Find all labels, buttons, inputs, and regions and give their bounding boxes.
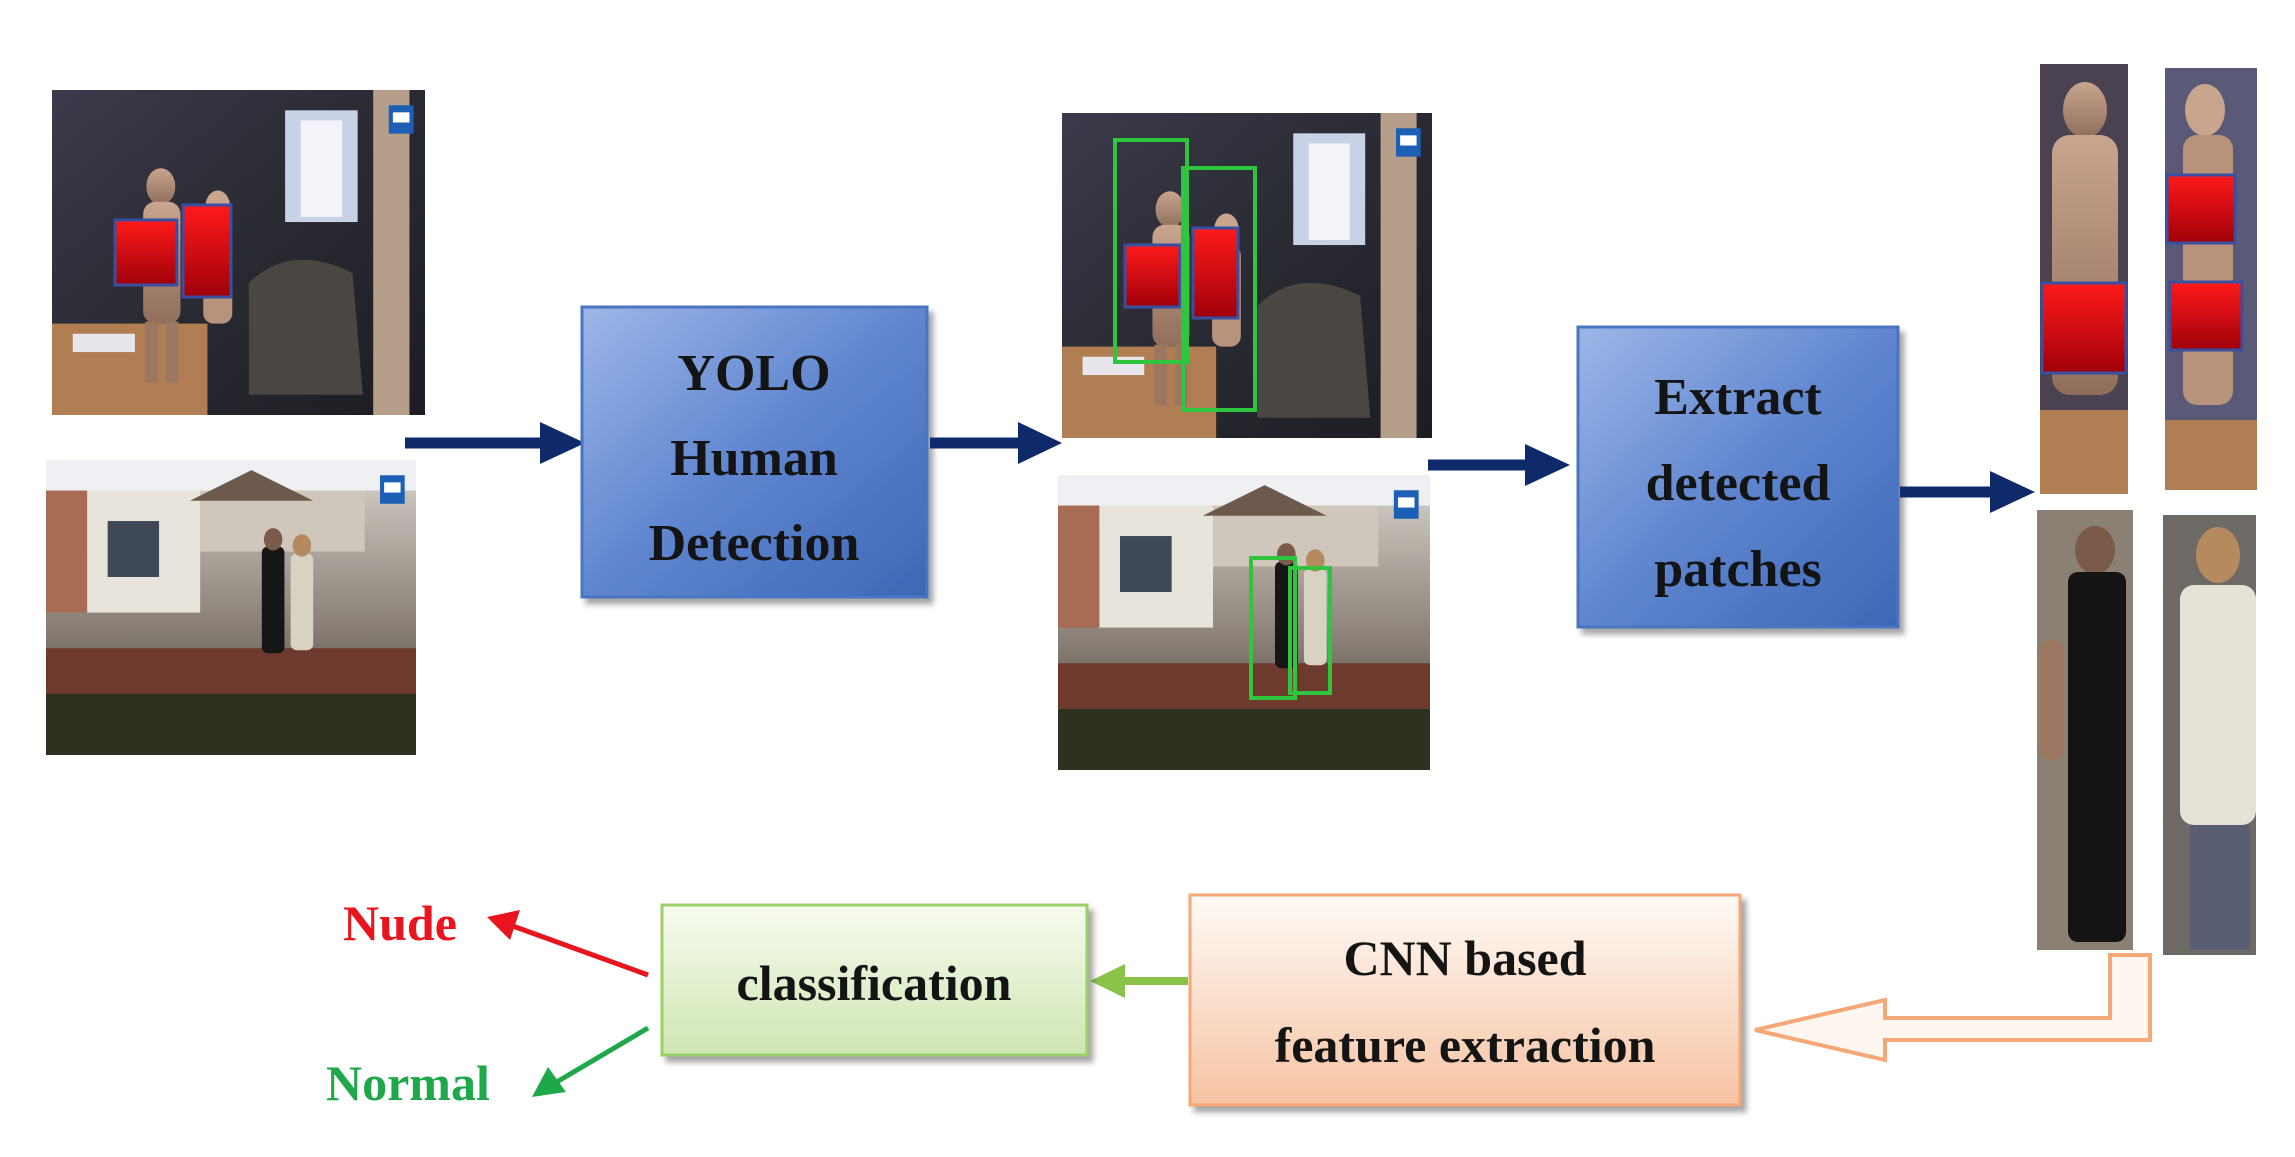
arrow-cnn-to-classification bbox=[1090, 964, 1188, 998]
arrow-to-nude bbox=[487, 910, 649, 978]
arrow-patches-to-cnn bbox=[1754, 953, 2152, 1063]
privacy-mask bbox=[2168, 280, 2244, 352]
yolo-label-line-3: Detection bbox=[649, 515, 860, 572]
cnn-feature-extraction-box: CNN based feature extraction bbox=[1188, 893, 1742, 1107]
classification-label: classification bbox=[737, 955, 1012, 1011]
detected-outdoor-image bbox=[1058, 475, 1430, 770]
cnn-label-line-1: CNN based bbox=[1343, 930, 1586, 986]
extract-detected-patches-box: Extract detected patches bbox=[1576, 325, 1900, 629]
patch-3 bbox=[2037, 510, 2133, 950]
normal-label: Normal bbox=[326, 1055, 490, 1111]
yolo-label-line-1: YOLO bbox=[677, 345, 830, 402]
patch-1 bbox=[2040, 64, 2128, 494]
patch-2 bbox=[2165, 68, 2257, 490]
detected-indoor-image bbox=[1062, 113, 1432, 438]
detection-bounding-box bbox=[1113, 138, 1189, 364]
extract-label-line-3: patches bbox=[1654, 541, 1822, 598]
privacy-mask bbox=[1191, 226, 1240, 320]
detection-bounding-box bbox=[1249, 556, 1297, 700]
yolo-label-line-2: Human bbox=[670, 430, 838, 487]
arrow-detected-to-extract bbox=[1428, 444, 1570, 486]
privacy-mask bbox=[181, 203, 233, 299]
extract-label-line-1: Extract bbox=[1654, 369, 1822, 426]
detection-bounding-box bbox=[1181, 166, 1257, 412]
cnn-label-line-2: feature extraction bbox=[1275, 1017, 1656, 1073]
patch-4 bbox=[2163, 515, 2256, 955]
yolo-human-detection-box: YOLO Human Detection bbox=[580, 305, 929, 599]
nude-label: Nude bbox=[343, 895, 457, 951]
arrow-input-to-yolo bbox=[405, 422, 585, 464]
extract-label-line-2: detected bbox=[1646, 455, 1831, 512]
arrow-extract-to-patches bbox=[1900, 471, 2035, 513]
privacy-mask bbox=[1123, 243, 1182, 309]
privacy-mask bbox=[113, 218, 179, 287]
input-outdoor-image bbox=[46, 460, 416, 755]
classification-box: classification bbox=[660, 903, 1089, 1057]
arrow-yolo-to-detected bbox=[930, 422, 1062, 464]
privacy-mask bbox=[2165, 173, 2237, 245]
input-indoor-image bbox=[52, 90, 425, 415]
detection-bounding-box bbox=[1288, 566, 1332, 695]
arrow-to-normal bbox=[532, 1025, 650, 1097]
privacy-mask bbox=[2040, 281, 2128, 375]
